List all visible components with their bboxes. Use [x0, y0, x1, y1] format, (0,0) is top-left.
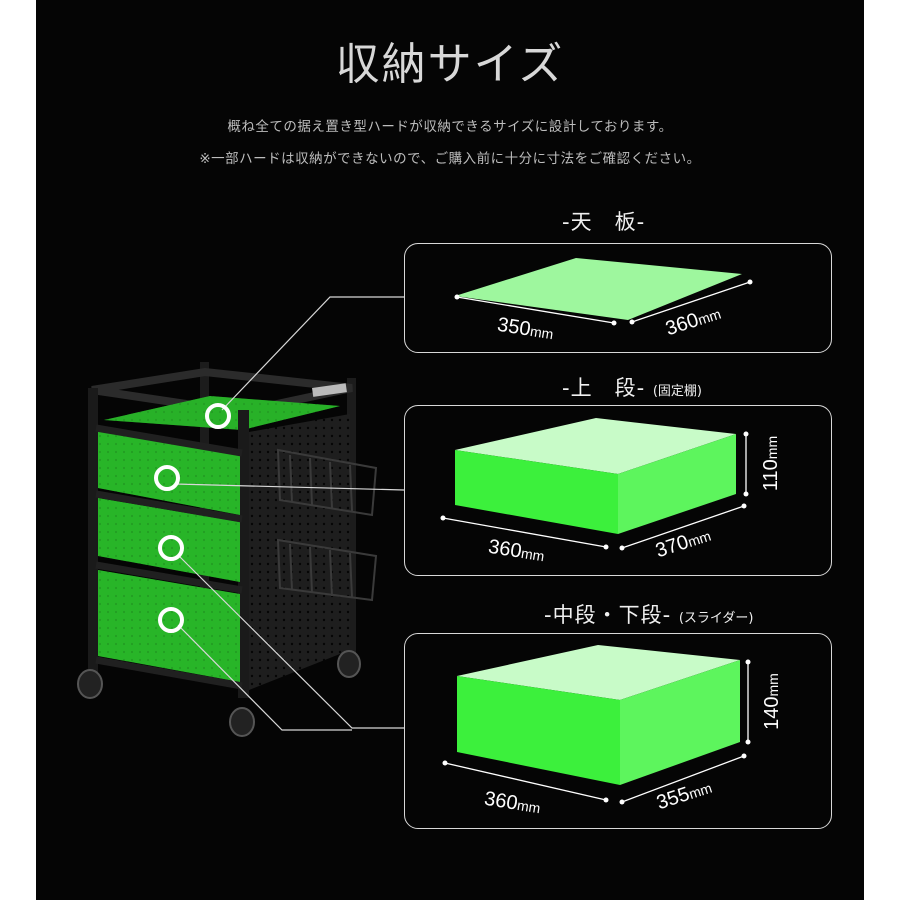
middle-lower-frame [404, 633, 832, 829]
top-board-shape [454, 258, 753, 326]
description-line-2: ※一部ハードは収納ができないので、ご購入前に十分に寸法をご確認ください。 [199, 151, 701, 167]
top-board-depth-unit: mm [695, 305, 723, 329]
section-title-top-board: -天 板- [562, 206, 645, 236]
upper-shelf-block [440, 418, 749, 551]
cart-illustration [77, 362, 378, 737]
top-board-frame [404, 243, 832, 353]
upper-shelf-height-value: 110 [760, 459, 783, 492]
upper-shelf-width-unit: mm [519, 544, 546, 565]
page-title: 収納サイズ [335, 39, 565, 90]
middle-lower-width-unit: mm [515, 796, 542, 817]
section-label-middle-lower: -中段・下段- [544, 603, 672, 627]
middle-lower-height-label: 140mm [761, 673, 784, 730]
description-line-1: 概ね全ての据え置き型ハードが収納できるサイズに設計しております。 [227, 119, 673, 135]
upper-shelf-depth-unit: mm [685, 527, 713, 551]
section-title-middle-lower: -中段・下段- (スライダー) [544, 599, 753, 629]
ring-marker-icon [154, 403, 231, 633]
upper-shelf-width-value: 360 [486, 535, 524, 563]
middle-lower-height-unit: mm [764, 673, 781, 697]
section-title-upper-shelf: -上 段- (固定棚) [562, 372, 702, 402]
section-note-upper-shelf: (固定棚) [652, 384, 702, 399]
section-label-upper-shelf: -上 段- [562, 376, 646, 400]
top-board-width-value: 350 [495, 313, 533, 341]
middle-lower-block [442, 645, 751, 805]
upper-shelf-frame [404, 405, 832, 576]
top-board-width-unit: mm [528, 322, 555, 343]
upper-shelf-height-unit: mm [764, 435, 781, 460]
middle-lower-width-value: 360 [482, 787, 520, 815]
section-label-top-board: -天 板- [562, 210, 646, 234]
callout-lines [174, 296, 405, 731]
middle-lower-depth-unit: mm [686, 779, 714, 803]
middle-lower-height-value: 140 [760, 696, 783, 730]
upper-shelf-height-label: 110mm [760, 436, 783, 491]
section-note-middle-lower: (スライダー) [678, 611, 754, 626]
